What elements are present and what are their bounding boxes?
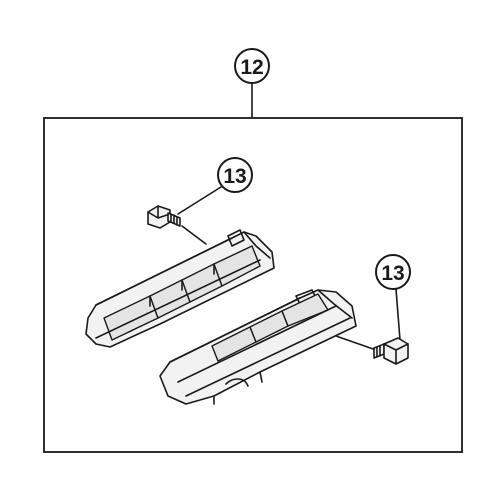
callout-13-upper-leader [177,186,222,215]
callout-13-lower-leader [395,288,401,341]
shoe-lower-notch [225,378,249,387]
screw-upper-head-edges [147,205,171,219]
screw-upper-axis [181,225,207,245]
callout-13-lower: 13 [375,254,411,290]
screw-lower-head-edges [383,343,409,365]
screw-lower-thread [376,345,381,358]
callout-13-upper-circle [217,157,253,193]
callout-13-upper: 13 [217,157,253,193]
shoe-upper-top-edge [95,231,271,306]
callout-12-label: 12 [240,56,263,79]
pad-upper-grooves [149,263,215,307]
shoe-upper-bottom-line [95,259,261,339]
screw-upper-thread [170,213,178,226]
brake-shoe-lower [159,289,377,405]
assembly-frame [43,117,463,453]
fixing-screw-lower [373,337,409,365]
shoe-lower-side-lines [177,305,351,397]
screw-lower-shank [373,343,385,359]
callout-13-lower-label: 13 [381,262,404,285]
shoe-upper-boss [227,229,245,247]
fixing-screw-upper [147,205,207,245]
brake-shoe-upper [85,229,275,348]
shoe-lower-detail [213,371,263,405]
callout-13-lower-circle [375,254,411,290]
callout-12: 12 [234,48,270,84]
shoe-lower-top-edge [169,289,353,363]
callout-13-upper-label: 13 [223,165,246,188]
screw-lower-axis [335,335,377,351]
